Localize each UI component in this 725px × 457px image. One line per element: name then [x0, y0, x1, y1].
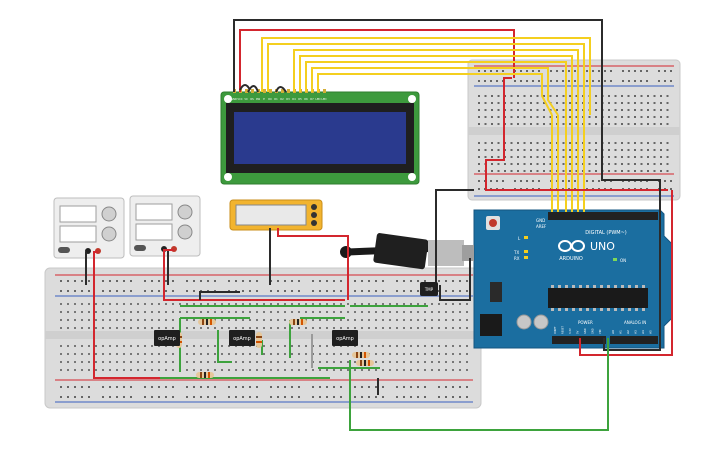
analog-label: ANALOG IN	[624, 320, 646, 325]
lcd-pin-label: D1	[274, 97, 278, 101]
arduino-logo-icon	[558, 240, 585, 252]
lcd-pin-label: E	[263, 97, 265, 101]
gnd-label: GND	[536, 218, 545, 223]
lcd-pin[interactable]	[263, 89, 266, 93]
digital-label: DIGITAL (PWM~)	[585, 230, 627, 236]
arduino-brand: ARDUINO	[559, 256, 583, 262]
dc-jack	[480, 314, 502, 336]
power-switch-1[interactable]	[58, 247, 70, 253]
analog-pin-label: A0	[611, 330, 615, 334]
power-pin-label: GND	[583, 328, 587, 334]
power-pin-label: VIN	[598, 330, 602, 334]
chip-legs	[551, 285, 645, 311]
lcd-pin[interactable]	[281, 89, 284, 93]
l-label: L	[518, 236, 521, 241]
atmega-chip	[548, 288, 648, 308]
analog-pin-label: A5	[649, 330, 653, 334]
opamp-3-label: opAmp	[336, 336, 354, 342]
arduino-data-wires	[551, 115, 585, 212]
circuit-wires	[85, 72, 673, 431]
resistor-2	[289, 319, 307, 325]
power-supply-1[interactable]	[53, 197, 125, 259]
opamp-1-label: opAmp	[158, 336, 176, 342]
lcd-pin-label: LED	[316, 97, 321, 101]
power-label: POWER	[578, 320, 593, 325]
multimeter[interactable]	[229, 199, 323, 231]
lcd-pin-label: D3	[286, 97, 290, 101]
resistor-6	[352, 352, 370, 358]
arduino-uno[interactable]: DIGITAL (PWM~) AREF GND L TX RX UNO ARDU…	[473, 209, 673, 349]
rx-label: RX	[514, 256, 520, 261]
lcd-pin-label: D2	[280, 97, 284, 101]
resistors	[176, 319, 374, 378]
aref-label: AREF	[536, 224, 547, 229]
lcd-pin-label: RS	[250, 97, 254, 101]
power-switch-2[interactable]	[134, 245, 146, 251]
power-pin-label: 3.3V	[568, 328, 572, 334]
analog-pin-label: A3	[634, 330, 638, 334]
lcd-pin-label: GND	[231, 97, 237, 101]
lcd-pin-label: LED	[322, 97, 327, 101]
on-label: ON	[620, 258, 626, 263]
power-pin-label: 5V	[576, 330, 580, 334]
lcd-pin[interactable]	[245, 89, 248, 93]
analog-pin-label: A1	[619, 330, 623, 334]
power-pin-label: IOREF	[553, 326, 557, 334]
resistor-4	[256, 332, 262, 348]
usb-cable	[340, 233, 474, 270]
lcd-screen	[234, 112, 406, 164]
sensor-label: TMP	[424, 287, 434, 292]
arduino-model: UNO	[590, 240, 615, 253]
lcd-pin-label: RW	[256, 97, 261, 101]
breadboard-large[interactable]	[44, 267, 482, 409]
lcd-pin[interactable]	[251, 89, 254, 93]
lcd-pin-label: D0	[268, 97, 272, 101]
digital-header[interactable]	[548, 212, 658, 220]
power-pin-label: RESET	[561, 326, 565, 334]
lcd-pin[interactable]	[323, 89, 326, 93]
power-supply-2[interactable]	[129, 195, 201, 257]
resistor-7	[356, 360, 374, 366]
lcd-pin[interactable]	[269, 89, 272, 93]
analog-pin-label: A4	[641, 330, 645, 334]
lcd-wires	[233, 19, 603, 116]
opamp-2[interactable]: opAmp	[229, 330, 255, 346]
temperature-sensor[interactable]: TMP	[420, 282, 438, 296]
opamp-2-label: opAmp	[233, 336, 251, 342]
lcd-pin-label: D7	[310, 97, 314, 101]
power-pin-label: GND	[591, 328, 595, 334]
lcd-pin-label: V0	[244, 97, 248, 101]
lcd-pin[interactable]	[287, 89, 290, 93]
resistor-5	[196, 372, 214, 378]
resistor-1	[198, 319, 216, 325]
lcd-pin-label: VCC	[237, 97, 242, 101]
opamp-1[interactable]: opAmp	[154, 330, 180, 346]
lcd-pin-label: D5	[298, 97, 302, 101]
analog-pin-label: A2	[626, 330, 630, 334]
breadboard-large-holes	[60, 280, 468, 398]
opamp-3[interactable]: opAmp	[332, 330, 358, 346]
lcd-pin-label: D4	[292, 97, 296, 101]
analog-header[interactable]	[610, 336, 658, 344]
tx-label: TX	[513, 250, 519, 255]
lcd-pin-label: D6	[304, 97, 308, 101]
